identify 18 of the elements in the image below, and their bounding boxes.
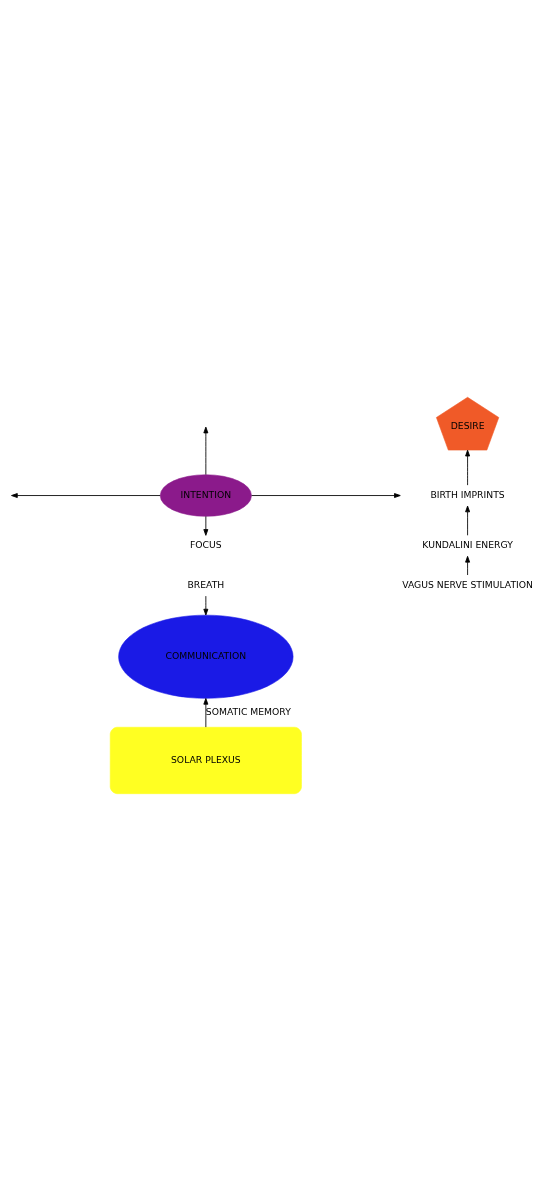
arrow (465, 555, 471, 576)
arrow (465, 449, 471, 486)
node-text: BREATH (187, 578, 225, 590)
arrow (465, 505, 471, 536)
arrow (251, 493, 401, 498)
arrow (203, 515, 209, 536)
arrow (203, 698, 209, 728)
node-text: BIRTH IMPRINTS (430, 488, 505, 500)
node-text: KUNDALINI ENERGY (422, 539, 513, 550)
node-text: VAGUS NERVE STIMULATION (402, 578, 533, 590)
arrow (11, 493, 161, 498)
node-ellipse: COMMUNICATION (118, 614, 294, 699)
node-text: FOCUS (190, 539, 222, 550)
edge-label: SOMATIC MEMORY (205, 705, 291, 717)
arrow (203, 426, 209, 475)
node-ellipse: INTENTION (159, 474, 252, 517)
arrow (203, 595, 209, 616)
node-box: SOLAR PLEXUS (109, 726, 302, 794)
